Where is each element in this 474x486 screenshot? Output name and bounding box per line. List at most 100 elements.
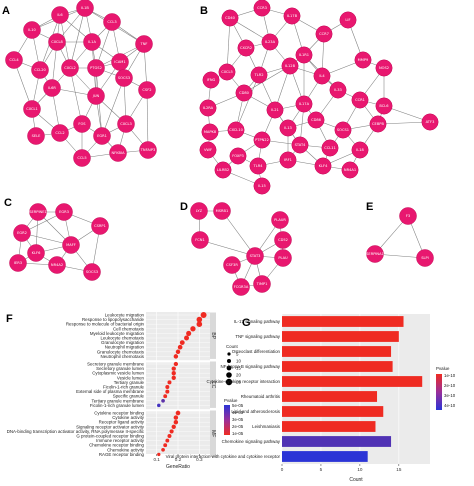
dotplot-term-label: RAGE receptor binding <box>99 452 145 457</box>
dotplot-point <box>167 380 172 385</box>
node-label: CD86 <box>311 118 322 122</box>
dotplot-x-tick: 0.2 <box>175 457 182 462</box>
barplot-term-label: Rheumatoid arthritis <box>241 394 281 399</box>
node-circle <box>73 115 91 133</box>
node-label: CXCL3 <box>120 122 132 126</box>
node-label: LYZ <box>196 209 203 213</box>
node-label: IL13 <box>284 126 292 130</box>
node-label: SERPINA1 <box>366 252 384 256</box>
dotplot-term-label: G protein-coupled receptor binding <box>76 434 144 439</box>
dotplot-point <box>184 335 190 341</box>
network-node: KLF4 <box>314 157 332 175</box>
dotplot-point <box>173 361 179 367</box>
panel-letter-e: E <box>366 201 373 213</box>
node-circle <box>375 97 393 115</box>
facet-strip-label: CC <box>210 381 216 389</box>
network-node: IFNG <box>202 71 220 89</box>
bar <box>282 436 392 447</box>
dotplot-term-label: Granulocyte migration <box>101 340 145 345</box>
node-circle <box>117 115 135 133</box>
bar <box>282 406 384 417</box>
network-node: BCL6 <box>375 97 393 115</box>
network-node: NR4A1 <box>341 161 359 179</box>
barplot-term-label: Chemokine signaling pathway <box>222 439 281 444</box>
network-node: IL15 <box>253 177 271 195</box>
node-label: LILRB2 <box>217 168 229 172</box>
network-node: SERPINE1 <box>29 203 47 221</box>
node-circle <box>416 249 434 267</box>
node-circle <box>83 33 101 51</box>
panel-letter-b: B <box>200 5 208 17</box>
network-node: IL6R <box>43 79 61 97</box>
node-circle <box>221 9 239 27</box>
node-circle <box>29 203 47 221</box>
dotplot-term-label: Ficolin-1-rich granule <box>103 385 145 390</box>
count-legend-dot <box>225 378 233 386</box>
node-circle <box>9 254 27 272</box>
node-label: IL15 <box>258 184 266 188</box>
network-node: FCGR3A <box>232 278 250 296</box>
network-node: KLF6 <box>27 244 45 262</box>
network-node: LIF <box>339 11 357 29</box>
node-circle <box>313 67 331 85</box>
network-node: CCL3 <box>103 13 121 31</box>
node-circle <box>235 84 253 102</box>
dotplot-point <box>167 434 172 438</box>
network-node: CCR7 <box>315 25 333 43</box>
node-label: KLF6 <box>32 251 41 255</box>
panel-letter-c: C <box>4 197 12 209</box>
node-label: FCGR3A <box>234 285 249 289</box>
node-circle <box>295 46 313 64</box>
dotplot-term-label: Response to lipopolysaccharide <box>82 317 145 322</box>
barplot-x-tick: 10 <box>357 467 363 472</box>
barplot-legend-label: 1e-10 <box>444 373 456 378</box>
node-label: JUN <box>92 94 100 98</box>
node-label: IL1B <box>81 6 89 10</box>
pvalue-legend-label: 3e-05 <box>232 417 244 422</box>
node-circle <box>218 63 236 81</box>
node-circle <box>253 177 271 195</box>
network-node: CD40 <box>221 9 239 27</box>
node-circle <box>76 0 94 17</box>
bar <box>282 451 368 462</box>
network-node: MAFF <box>62 236 80 254</box>
dotplot-point <box>196 321 203 328</box>
node-circle <box>51 6 69 24</box>
node-circle <box>266 101 284 119</box>
node-label: BCL6 <box>379 104 389 108</box>
dotplot-point <box>169 429 174 434</box>
dotplot-point <box>179 340 185 345</box>
node-circle <box>51 124 69 142</box>
network-node: EGR1 <box>93 127 111 145</box>
network-node: PLAU <box>274 249 292 267</box>
bar <box>282 346 392 357</box>
barplot-x-tick: 5 <box>320 467 323 472</box>
network-node: IL23A <box>261 33 279 51</box>
network-node: CCR1 <box>351 91 369 109</box>
node-label: CCR1 <box>355 98 365 102</box>
node-circle <box>249 157 267 175</box>
network-node: EGR3 <box>55 203 73 221</box>
node-circle <box>83 263 101 281</box>
node-label: PTPN22 <box>255 138 269 142</box>
node-label: TLR4 <box>253 164 264 168</box>
barplot-bars <box>282 316 423 462</box>
node-label: NR4A2 <box>51 263 63 267</box>
node-circle <box>274 249 292 267</box>
pvalue-legend-title: Pvalue <box>224 398 238 403</box>
node-circle <box>351 141 369 159</box>
node-label: TIMP1 <box>256 282 268 286</box>
node-label: CEBPB <box>372 122 384 126</box>
node-label: IL17B <box>287 14 298 18</box>
dotplot-term-label: Myeloid leukocyte migration <box>90 331 145 336</box>
network-node: CEBPB <box>369 115 387 133</box>
node-label: TNF <box>140 42 148 46</box>
barplot-colorbar <box>436 374 442 410</box>
node-circle <box>48 33 66 51</box>
dotplot-term-label: Cell chemotaxis <box>113 326 145 331</box>
node-label: IL21 <box>271 108 279 112</box>
node-circle <box>399 207 417 225</box>
